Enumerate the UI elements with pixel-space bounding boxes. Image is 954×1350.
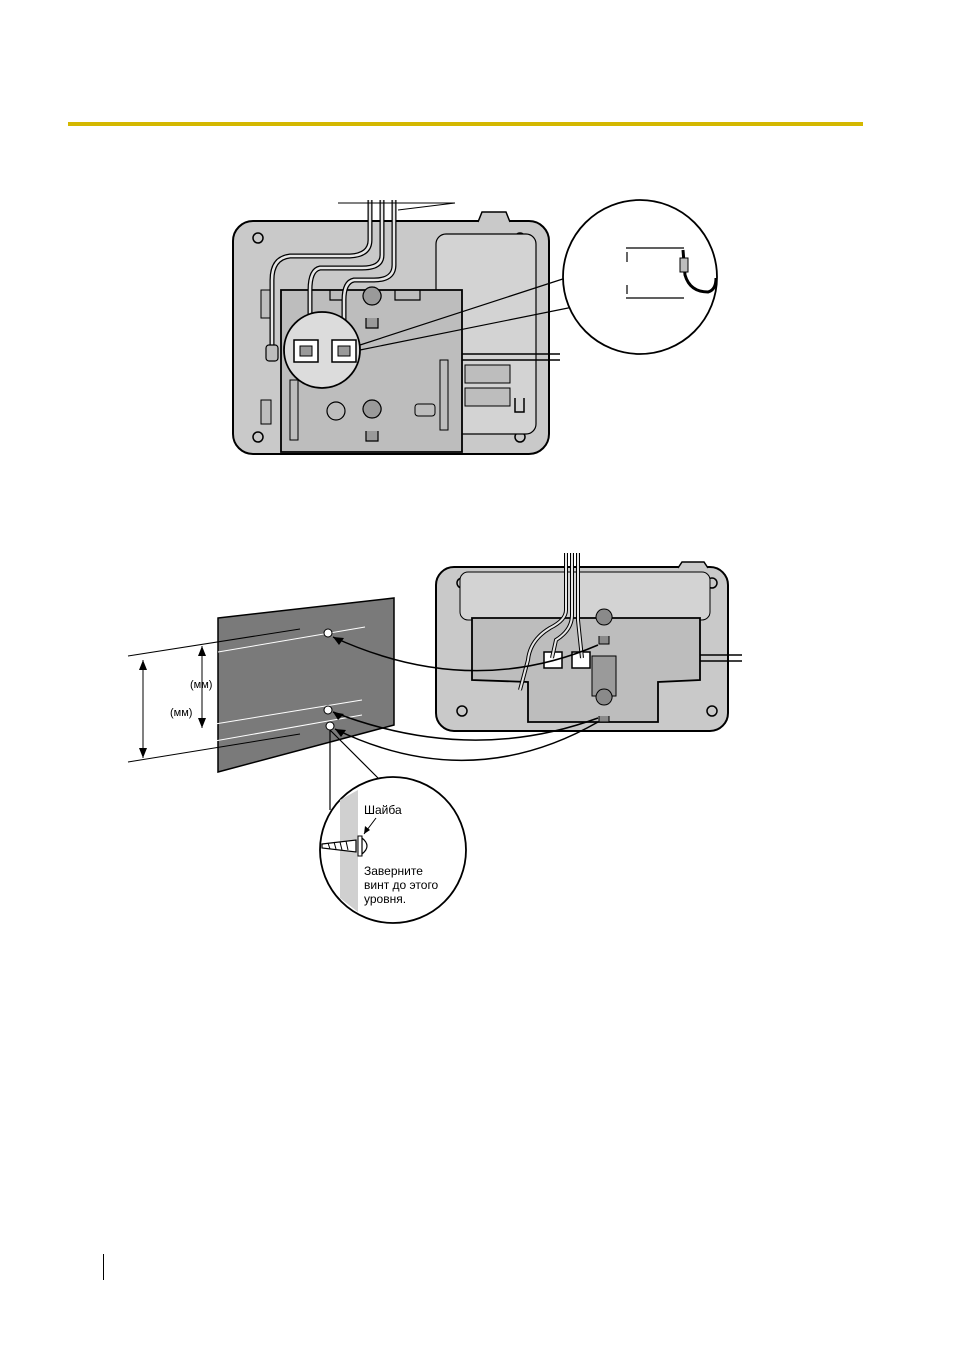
tighten-note: Заверните винт до этого уровня. — [364, 864, 438, 906]
figure-wall-mount — [0, 0, 954, 1000]
phone-tab-2 — [678, 562, 708, 568]
washer-label: Шайба — [364, 803, 402, 817]
dimension-arrows — [139, 646, 206, 758]
tighten-note-line-3: уровня. — [364, 892, 438, 906]
tighten-note-line-2: винт до этого — [364, 878, 438, 892]
tighten-note-line-1: Заверните — [364, 864, 438, 878]
footer-divider — [103, 1254, 104, 1280]
upper-panel-2 — [460, 572, 710, 620]
wall-panel — [218, 598, 394, 772]
unit-mm-lower: (мм) — [170, 707, 192, 719]
unit-mm-upper: (мм) — [190, 679, 212, 691]
